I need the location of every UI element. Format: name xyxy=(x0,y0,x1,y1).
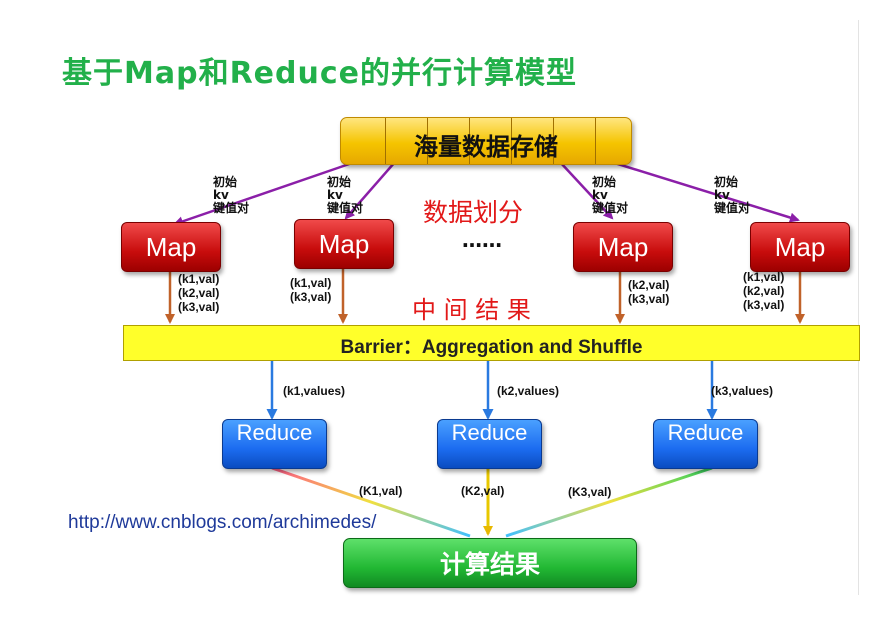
barrier-label: Barrier：Aggregation and Shuffle xyxy=(340,337,643,358)
shuffle-output-2: (k2,values) xyxy=(497,384,560,398)
reduce-box-1: Reduce xyxy=(222,419,327,469)
reduce-output-line-1 xyxy=(271,466,471,538)
page-title: 基于Map和Reduce的并行计算模型 xyxy=(62,56,577,91)
storage-box: 海量数据存储 xyxy=(340,117,632,165)
map-box-3: Map xyxy=(573,222,673,272)
split-arrow-1 xyxy=(173,160,356,227)
split-arrow-2 xyxy=(344,161,396,220)
map-box-2: Map xyxy=(294,219,394,269)
source-url: http://www.cnblogs.com/archimedes/ xyxy=(68,512,377,533)
ellipsis: …… xyxy=(462,228,502,252)
page-divider-line xyxy=(858,20,859,595)
split-arrow-4 xyxy=(604,158,800,223)
reduce-box-3: Reduce xyxy=(653,419,758,469)
map-box-4: Map xyxy=(750,222,850,272)
barrier-box: Barrier：Aggregation and Shuffle xyxy=(123,325,860,361)
map-output-2: (k1,val)(k3,val) xyxy=(290,276,332,304)
reduce-box-2: Reduce xyxy=(437,419,542,469)
shuffle-output-3: (k3,values) xyxy=(711,384,774,398)
map-output-1: (k1,val)(k2,val)(k3,val) xyxy=(178,272,220,314)
reduce-output-2: (K2,val) xyxy=(461,484,505,498)
storage-label: 海量数据存储 xyxy=(414,133,558,161)
partition-label: 数据划分 xyxy=(423,198,524,227)
map-output-3: (k2,val)(k3,val) xyxy=(628,278,670,306)
reduce-output-3: (K3,val) xyxy=(568,485,612,499)
map-box-1: Map xyxy=(121,222,221,272)
result-box: 计算结果 xyxy=(343,538,637,588)
intermediate-label: 中 间 结 果 xyxy=(412,296,531,324)
map-output-4: (k1,val)(k2,val)(k3,val) xyxy=(743,270,785,312)
shuffle-output-1: (k1,values) xyxy=(283,384,346,398)
split-arrow-3 xyxy=(559,161,614,220)
reduce-output-line-3 xyxy=(505,466,713,538)
reduce-output-1: (K1,val) xyxy=(359,484,403,498)
